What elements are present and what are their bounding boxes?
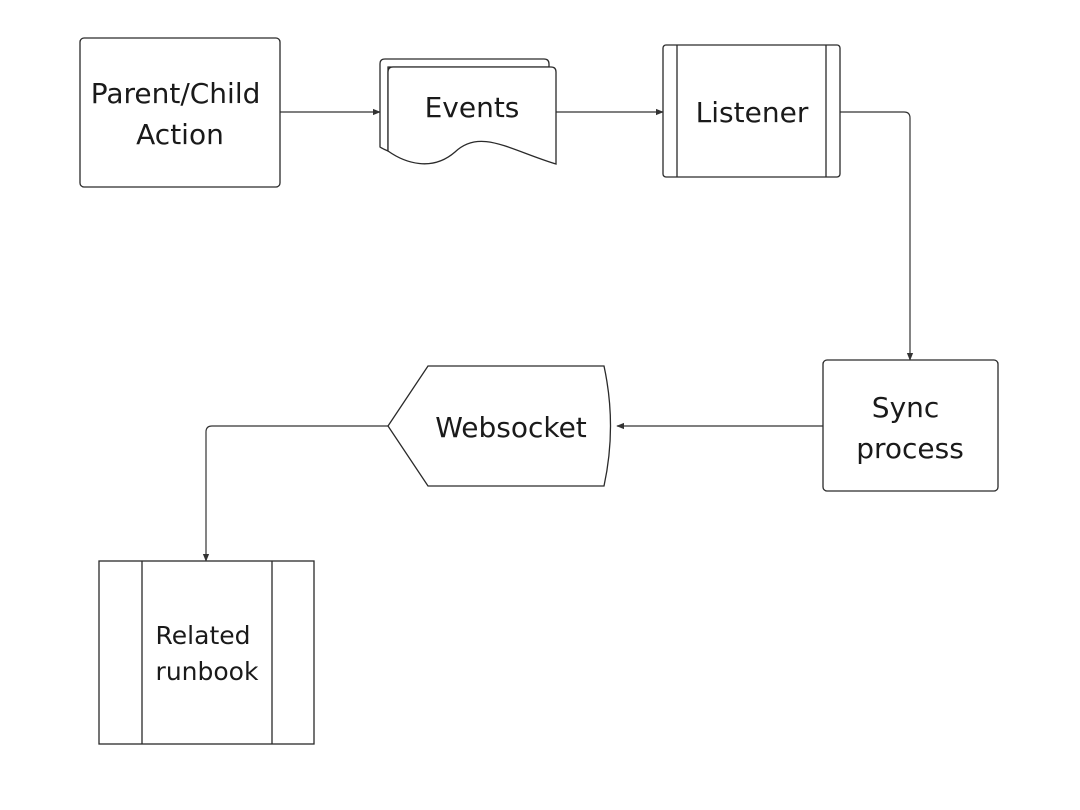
display-shape [387, 365, 612, 487]
edge-websocket-to-runbook [202, 425, 388, 562]
node-label: Websocket [435, 411, 587, 444]
process-box [822, 359, 999, 492]
node-label-line: runbook [156, 657, 259, 686]
node-label-line: Action [136, 118, 224, 151]
node-websocket[interactable]: Websocket [387, 365, 612, 487]
predefined-process-box [98, 560, 315, 745]
edge-listener-to-sync [840, 111, 914, 361]
node-label: Parent/Child Action [91, 77, 270, 151]
node-parent-child-action[interactable]: Parent/Child Action [79, 37, 281, 188]
node-listener[interactable]: Listener [662, 44, 841, 178]
connectors [202, 108, 914, 562]
node-label: Listener [696, 96, 809, 129]
node-sync-process[interactable]: Sync process [822, 359, 999, 492]
node-label-line: Parent/Child [91, 77, 261, 110]
node-label: Events [425, 91, 520, 124]
node-label-line: Related [156, 621, 251, 650]
document-front-sheet [387, 66, 557, 165]
node-events[interactable]: Events [379, 58, 557, 165]
node-label-line: process [856, 432, 964, 465]
node-label-line: Sync [872, 391, 939, 424]
process-box [79, 37, 281, 188]
predefined-process-box [662, 44, 841, 178]
node-related-runbook[interactable]: Related runbook [98, 560, 315, 745]
node-label: Related runbook [156, 621, 259, 686]
node-label: Sync process [856, 391, 964, 465]
document-back-sheet [379, 58, 550, 152]
